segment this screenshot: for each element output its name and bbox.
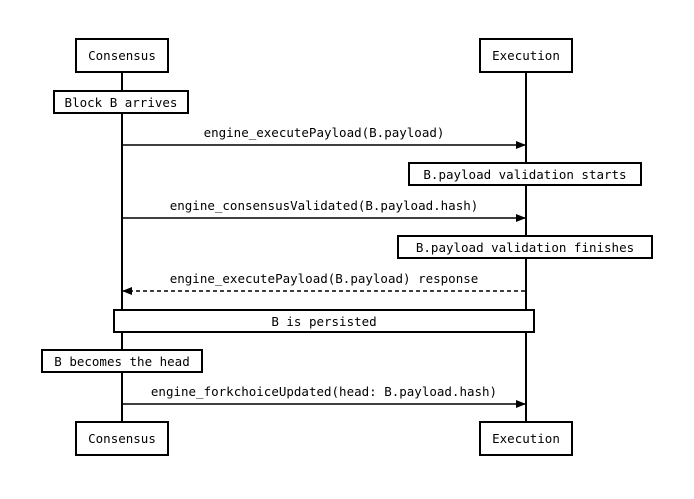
note-becomes-head-label: B becomes the head <box>54 354 189 369</box>
participant-execution-bottom: Execution <box>479 421 573 456</box>
participant-execution-bottom-label: Execution <box>492 431 560 446</box>
participant-consensus-top-label: Consensus <box>88 48 156 63</box>
note-validation-starts: B.payload validation starts <box>408 162 642 186</box>
note-validation-starts-label: B.payload validation starts <box>423 167 626 182</box>
note-block-arrives-label: Block B arrives <box>65 95 178 110</box>
message-execute-payload-label: engine_executePayload(B.payload) <box>204 125 445 140</box>
message-forkchoice-updated-label: engine_forkchoiceUpdated(head: B.payload… <box>151 384 497 399</box>
note-persisted: B is persisted <box>113 309 535 333</box>
note-validation-finishes: B.payload validation finishes <box>397 235 653 259</box>
message-execute-payload-response-label: engine_executePayload(B.payload) respons… <box>170 271 479 286</box>
participant-consensus-bottom-label: Consensus <box>88 431 156 446</box>
note-validation-finishes-label: B.payload validation finishes <box>416 240 634 255</box>
participant-execution-top-label: Execution <box>492 48 560 63</box>
note-persisted-label: B is persisted <box>271 314 376 329</box>
participant-execution-top: Execution <box>479 38 573 73</box>
note-block-arrives: Block B arrives <box>53 90 189 114</box>
note-becomes-head: B becomes the head <box>41 349 203 373</box>
message-consensus-validated-label: engine_consensusValidated(B.payload.hash… <box>170 198 479 213</box>
participant-consensus-top: Consensus <box>75 38 169 73</box>
participant-consensus-bottom: Consensus <box>75 421 169 456</box>
